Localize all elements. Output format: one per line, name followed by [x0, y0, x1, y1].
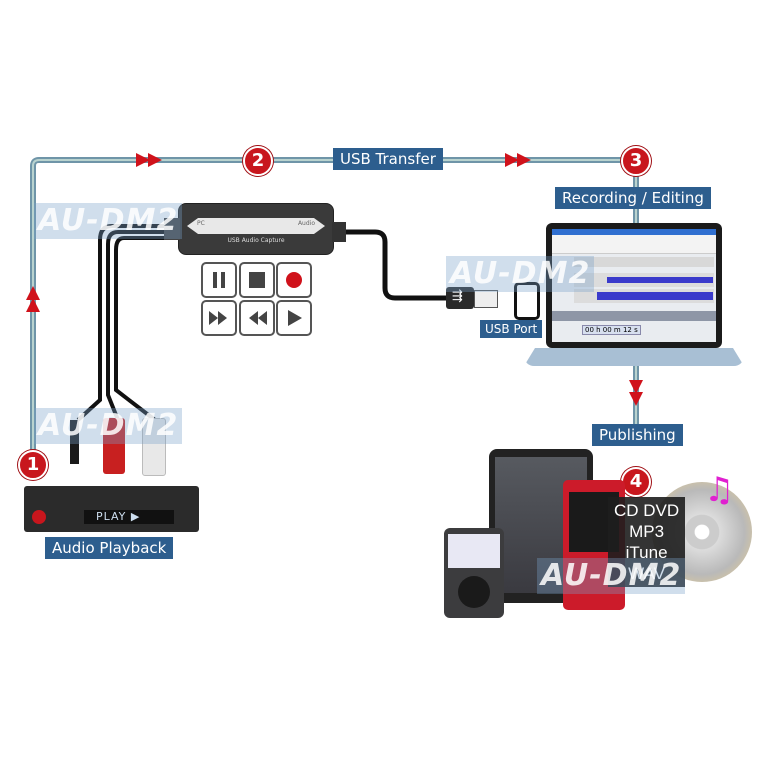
- pause-icon: [201, 262, 237, 298]
- watermark: AU-DM2: [34, 408, 183, 444]
- watermark: AU-DM2: [446, 256, 595, 292]
- power-icon: [32, 510, 46, 524]
- fast-forward-icon: [201, 300, 237, 336]
- format-item: WAV: [628, 564, 665, 583]
- format-item: MP3: [629, 522, 665, 541]
- waveform: [597, 292, 713, 300]
- rewind-icon: [239, 300, 275, 336]
- step-badge-4: 4: [621, 467, 651, 497]
- device-label-strip: [187, 218, 325, 234]
- device-name: USB Audio Capture: [227, 237, 285, 244]
- format-item: CD DVD: [614, 501, 680, 520]
- usb-port-label: USB Port: [480, 320, 543, 338]
- cable-strain-relief: [164, 218, 180, 240]
- usb-plug: ⇶: [446, 287, 474, 309]
- publishing-label: Publishing: [592, 424, 683, 446]
- record-icon: [276, 262, 312, 298]
- arrow-down-icon: [629, 380, 643, 406]
- music-note-icon: ♫: [704, 470, 735, 510]
- step-badge-1: 1: [18, 450, 48, 480]
- usb-audio-capture-device: PC Audio USB Audio Capture: [178, 203, 334, 255]
- player-display: PLAY ▶: [96, 510, 141, 523]
- watermark: AU-DM2: [34, 203, 183, 239]
- arrow-right-icon: [136, 153, 162, 167]
- rca-red-plug: [103, 418, 125, 474]
- step-badge-3: 3: [621, 146, 651, 176]
- stop-icon: [239, 262, 275, 298]
- step-badge-2: 2: [243, 146, 273, 176]
- audio-playback-label: Audio Playback: [45, 537, 174, 559]
- pc-end-label: PC: [197, 220, 205, 227]
- recording-editing-label: Recording / Editing: [555, 187, 711, 209]
- laptop-keyboard: [524, 348, 744, 366]
- audio-editor-screen: 00 h 00 m 12 s: [552, 229, 716, 342]
- usb-port-icon: [514, 282, 540, 320]
- media-player: PLAY ▶: [24, 486, 199, 532]
- laptop: 00 h 00 m 12 s: [546, 223, 722, 348]
- watermark: AU-DM2: [537, 558, 686, 594]
- format-item: iTune: [625, 543, 668, 562]
- arrow-right-icon: [505, 153, 531, 167]
- usb-transfer-label: USB Transfer: [333, 148, 443, 170]
- formats-list: CD DVD MP3 iTune WAV: [608, 497, 686, 587]
- audio-end-label: Audio: [297, 220, 315, 227]
- usb-icon: ⇶: [452, 289, 463, 304]
- waveform: [607, 277, 713, 283]
- arrow-up-icon: [26, 286, 40, 312]
- ipod: [444, 528, 504, 618]
- 3-5mm-jack: [70, 420, 79, 464]
- cable-strain-relief: [332, 222, 346, 242]
- rca-white-plug: [142, 418, 166, 476]
- timecode: 00 h 00 m 12 s: [582, 325, 641, 335]
- usb-connector: [474, 290, 498, 308]
- play-icon: [276, 300, 312, 336]
